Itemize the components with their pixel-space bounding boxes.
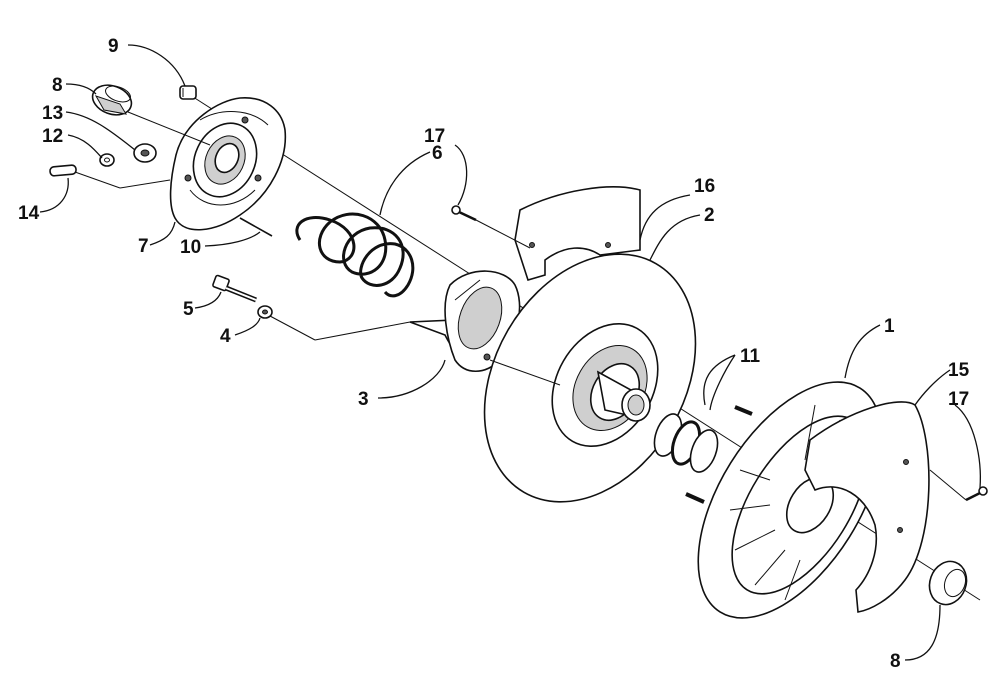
callout-16: 16 [694, 176, 715, 197]
part-5-bolt [212, 274, 257, 303]
callout-11: 11 [740, 346, 761, 367]
callout-17-lower: 17 [948, 389, 969, 410]
part-10-rod [239, 217, 273, 237]
part-11-rings [653, 413, 719, 473]
part-15-shield [804, 401, 930, 613]
leader-lines [39, 44, 981, 661]
callout-6: 6 [432, 143, 443, 164]
callout-8-lower: 8 [890, 651, 901, 672]
part-14-pin [49, 164, 77, 177]
callout-15: 15 [948, 360, 970, 381]
callout-2: 2 [704, 205, 715, 226]
callout-5: 5 [183, 299, 194, 320]
callout-12: 12 [42, 126, 63, 147]
part-17-screw-upper [451, 205, 477, 222]
part-8-bushing-upper [91, 84, 133, 116]
part-8-bushing-lower [928, 560, 968, 606]
part-9-nut [179, 85, 197, 100]
callout-9: 9 [108, 36, 119, 57]
callout-1: 1 [884, 316, 895, 337]
part-4-nut [257, 305, 273, 319]
part-17-screw-lower [965, 486, 988, 502]
callout-10: 10 [180, 237, 201, 258]
callout-14: 14 [18, 203, 40, 224]
callout-7: 7 [138, 236, 149, 257]
callout-8-upper: 8 [52, 75, 63, 96]
part-13-roller [133, 143, 157, 163]
callout-17-upper: 17 [424, 126, 445, 147]
part-16-shield [514, 186, 641, 281]
callout-labels: 9 8 13 12 14 7 10 5 4 3 6 17 16 2 11 1 1… [18, 36, 970, 672]
part-6-spring [295, 212, 415, 298]
callout-3: 3 [358, 389, 369, 410]
part-2-movable-sheave [483, 253, 697, 503]
part-7-spider-plate [169, 97, 287, 231]
callout-4: 4 [220, 326, 231, 347]
part-12-washer [99, 153, 115, 167]
callout-13: 13 [42, 103, 63, 124]
